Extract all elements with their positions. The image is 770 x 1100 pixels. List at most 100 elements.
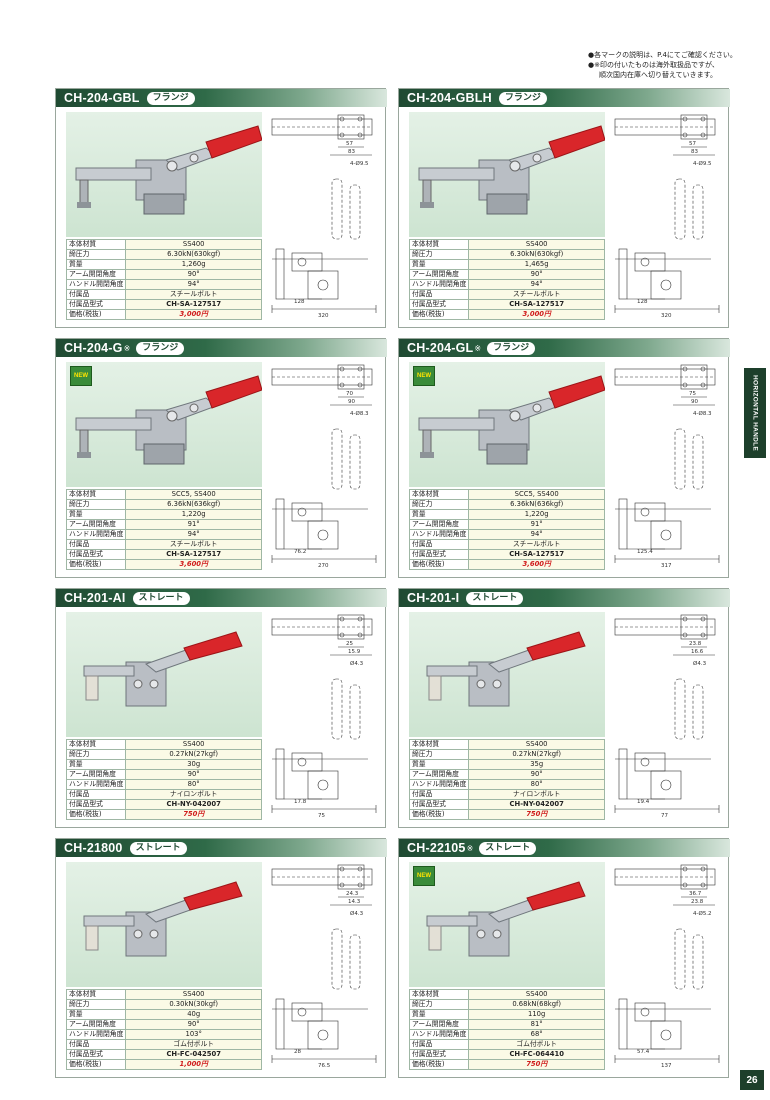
spec-value: 1,260g [125,259,262,270]
product-header: CH-21800 ストレート [56,839,387,857]
dim-hole: 4-Ø8.3 [693,410,712,417]
spec-value: CH-NY-042007 [468,799,605,810]
spec-value: 6.36kN(636kgf) [468,499,605,510]
dim-a: 57 [689,141,696,147]
spec-label: 付属品型式 [408,549,470,560]
spec-value: 90° [125,269,262,280]
product-type-badge: ストレート [132,591,190,605]
technical-drawing: 75 90 4-Ø8.3 317 125.4 [614,364,720,569]
note-line-3: 順次国内在庫へ切り替えていきます。 [599,71,717,79]
product-type-badge: フランジ [487,341,536,355]
spec-value: 40g [125,1009,262,1020]
spec-row-accessory-model: 付属品型式 CH-FC-042507 [65,1049,262,1060]
spec-row-material: 本体材質 SS400 [408,739,605,750]
spec-row-force: 締圧力 0.27kN(27kgf) [65,749,262,760]
product-header: CH-201-I ストレート [399,589,730,607]
spec-label: 質量 [65,759,127,770]
dim-len: 137 [661,1063,672,1069]
technical-drawing: 25 15.9 Ø4.3 75 17.8 [271,614,377,819]
spec-label: 付属品 [65,1039,127,1050]
new-badge: NEW [70,366,92,386]
spec-value: CH-NY-042007 [125,799,262,810]
dim-a: 25 [346,641,353,647]
product-photo: NEW [409,862,605,987]
dim-b: 90 [348,399,355,405]
spec-value: ゴム付ボルト [125,1039,262,1050]
spec-label: 締圧力 [65,249,127,260]
spec-label: 付属品 [408,789,470,800]
spec-value: SS400 [125,739,262,750]
technical-drawing: 57 83 4-Ø9.5 320 128 [614,114,720,319]
dim-len: 76.5 [318,1063,331,1069]
spec-label: 締圧力 [408,249,470,260]
spec-row-handle: ハンドル開閉角度 80° [408,779,605,790]
spec-label: 締圧力 [65,999,127,1010]
spec-row-force: 締圧力 0.68kN(68kgf) [408,999,605,1010]
dim-len: 320 [661,313,672,319]
dim-b: 83 [691,149,698,155]
spec-label: 付属品型式 [408,799,470,810]
clamp-photo-svg [83,631,243,707]
spec-label: 締圧力 [408,499,470,510]
dim-b: 83 [348,149,355,155]
spec-value: 80° [468,779,605,790]
spec-table: 本体材質 SS400 締圧力 0.30kN(30kgf) 質量 40g アーム開… [65,989,262,1070]
dim-c: 57.4 [637,1049,650,1055]
spec-value: 750円 [468,809,605,820]
product-photo [409,112,606,237]
dim-c: 17.8 [294,799,307,805]
dim-len: 270 [318,563,329,569]
spec-label: 質量 [65,1009,127,1020]
spec-label: 付属品 [65,789,127,800]
spec-label: 付属品 [408,289,470,300]
notes: ●各マークの説明は、P.4にてご確認ください。 ●※印の付いたものは海外取扱品で… [588,50,737,80]
spec-label: 価格(税抜) [65,559,127,570]
spec-row-accessory-model: 付属品型式 CH-SA-127517 [408,299,605,310]
spec-value: 6.30kN(630kgf) [125,249,262,260]
product-header: CH-201-AI ストレート [56,589,387,607]
spec-row-force: 締圧力 0.27kN(27kgf) [408,749,605,760]
product-photo [66,112,263,237]
spec-row-weight: 質量 35g [408,759,605,770]
spec-label: 付属品型式 [408,299,470,310]
dim-a: 36.7 [689,891,702,897]
product-model: CH-22105 [407,841,466,855]
spec-row-accessory-model: 付属品型式 CH-SA-127517 [65,299,262,310]
spec-label: 締圧力 [65,749,127,760]
product-header: CH-204-GL※ フランジ [399,339,730,357]
product-model: CH-204-G [64,341,123,355]
product-model: CH-201-I [407,591,460,605]
spec-value: スチールボルト [468,289,605,300]
spec-row-accessory: 付属品 ゴム付ボルト [408,1039,605,1050]
note-line-1: ●各マークの説明は、P.4にてご確認ください。 [588,51,737,59]
dim-b: 90 [691,399,698,405]
product-header: CH-22105※ ストレート [399,839,730,857]
spec-value: ゴム付ボルト [468,1039,605,1050]
spec-label: 価格(税抜) [65,1059,127,1070]
spec-row-arm: アーム開閉角度 90° [408,769,605,780]
technical-drawing: 24.3 14.3 Ø4.3 76.5 28 [271,864,377,1069]
spec-table: 本体材質 SCC5, SS400 締圧力 6.36kN(636kgf) 質量 1… [408,489,605,570]
spec-row-price: 価格(税抜) 3,000円 [408,309,605,320]
spec-row-material: 本体材質 SS400 [408,989,605,1000]
product-model: CH-21800 [64,841,123,855]
spec-label: 本体材質 [65,739,127,750]
spec-label: アーム開閉角度 [408,269,470,280]
spec-row-weight: 質量 110g [408,1009,605,1020]
product-model: CH-204-GBL [64,91,140,105]
spec-label: アーム開閉角度 [408,769,470,780]
product-photo [409,612,605,737]
spec-value: CH-SA-127517 [125,299,262,310]
drawing-area: 24.3 14.3 Ø4.3 76.5 28 [268,859,382,1083]
spec-value: 1,220g [468,509,605,520]
dim-b: 14.3 [348,899,361,905]
spec-row-price: 価格(税抜) 3,600円 [65,559,262,570]
spec-value: 80° [125,779,262,790]
product-header: CH-204-G※ フランジ [56,339,387,357]
dim-hole: 4-Ø9.5 [350,160,369,167]
spec-value: SS400 [468,239,605,250]
spec-row-force: 締圧力 6.30kN(630kgf) [408,249,605,260]
side-tab: HORIZONTAL HANDLE [744,368,766,458]
spec-label: ハンドル開閉角度 [65,529,127,540]
technical-drawing: 36.7 23.8 4-Ø5.2 137 57.4 [614,864,720,1069]
